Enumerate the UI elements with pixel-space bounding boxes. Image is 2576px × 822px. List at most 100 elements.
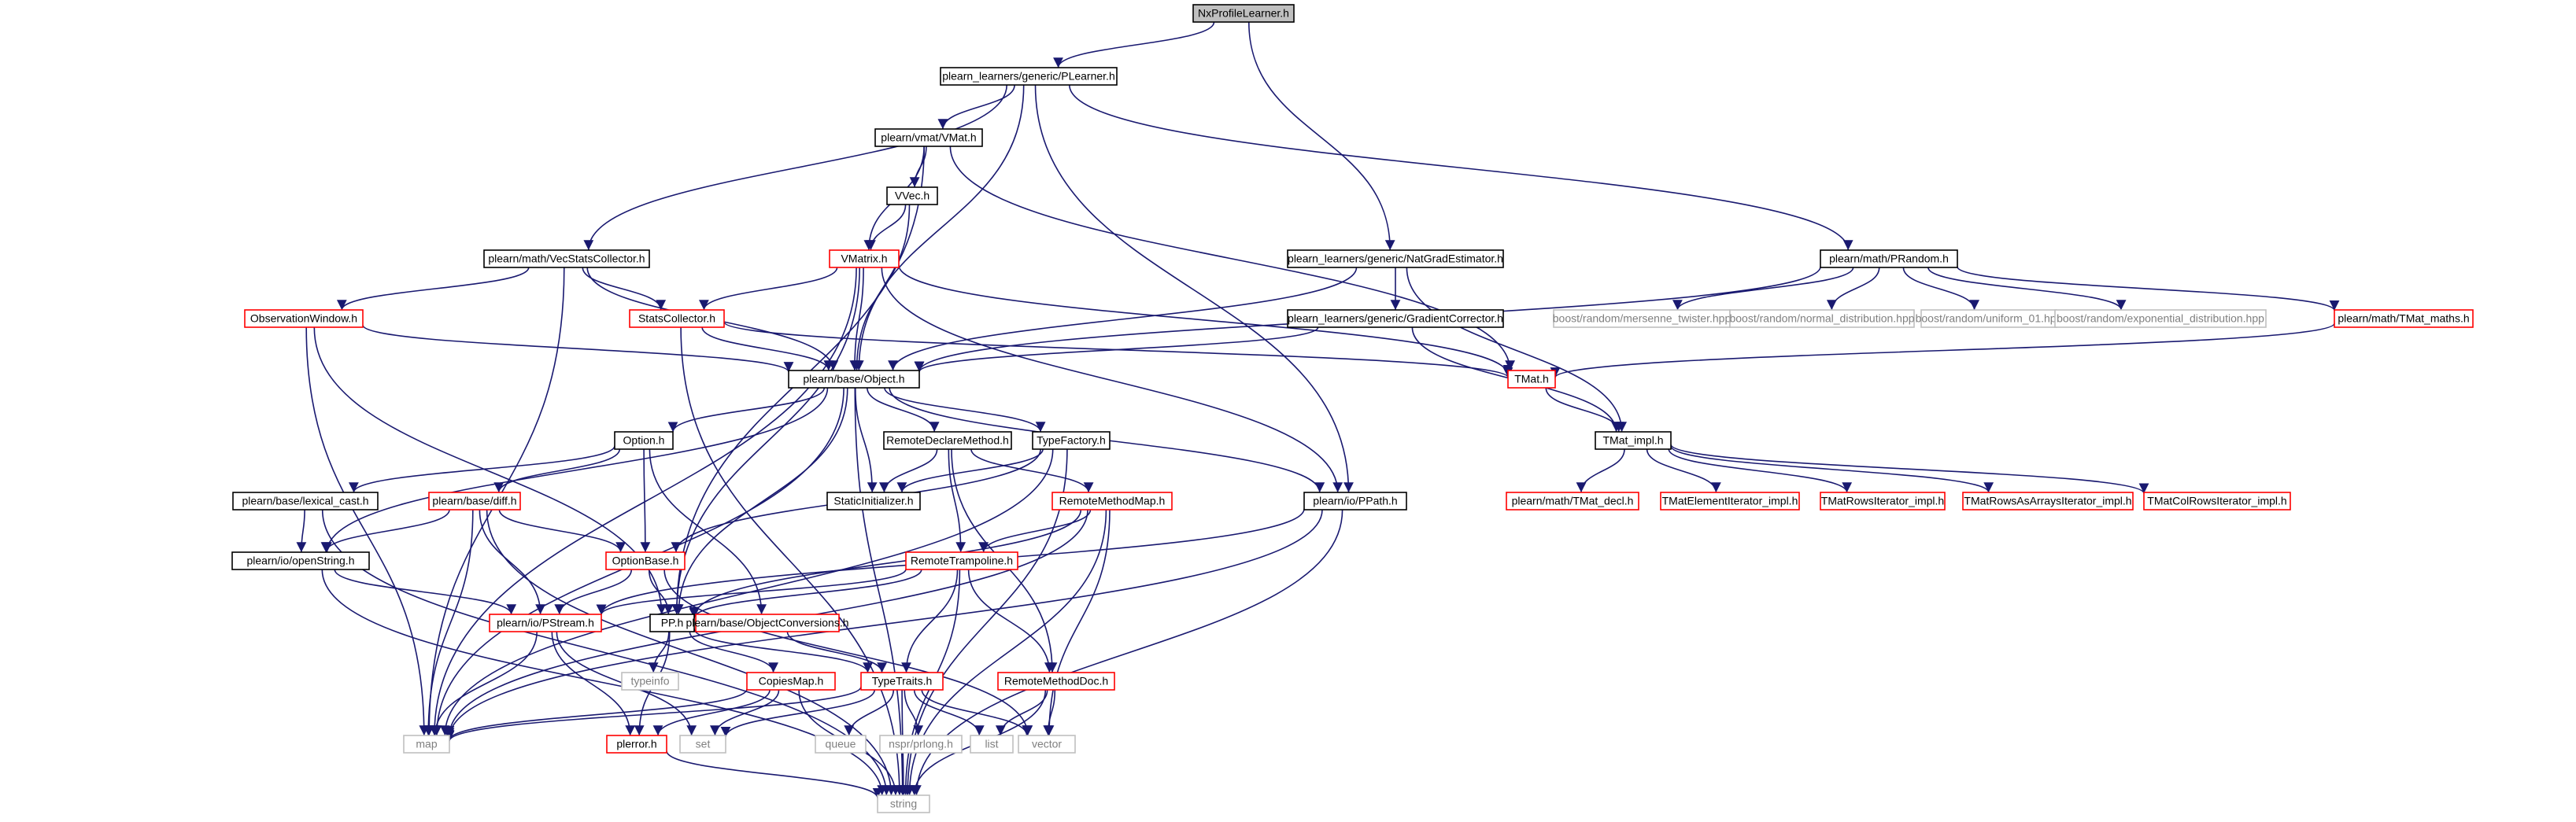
- edge-prandom-to-normal: [1826, 267, 1880, 311]
- node-tmat[interactable]: TMat.h: [1507, 370, 1556, 389]
- edge-remotemethodmap-to-vector: [1044, 509, 1111, 736]
- node-typeinfo-label: typeinfo: [630, 675, 669, 687]
- node-tmatelem-label: TMatElementIterator_impl.h: [1662, 495, 1798, 507]
- node-remotemethoddoc[interactable]: RemoteMethodDoc.h: [997, 672, 1115, 691]
- node-remotedecl[interactable]: RemoteDeclareMethod.h: [883, 431, 1012, 450]
- node-remotetramp[interactable]: RemoteTrampoline.h: [905, 551, 1018, 570]
- node-expon: boost/random/exponential_distribution.hp…: [2054, 309, 2267, 328]
- node-plearner[interactable]: plearn_learners/generic/PLearner.h: [940, 67, 1118, 86]
- edge-vmatrix-to-statscol: [699, 267, 838, 311]
- node-pp[interactable]: PP.h: [649, 614, 695, 632]
- edge-optionbase-to-pp: [648, 569, 674, 615]
- node-option[interactable]: Option.h: [614, 431, 674, 450]
- node-prandom[interactable]: plearn/math/PRandom.h: [1820, 249, 1958, 268]
- node-nx[interactable]: NxProfileLearner.h: [1192, 4, 1295, 23]
- edge-remotetramp-to-pstream: [596, 569, 907, 615]
- node-nspr-box: [879, 735, 963, 754]
- node-pp-label: PP.h: [661, 617, 684, 629]
- node-string: string: [877, 794, 930, 813]
- edge-plerror-to-string: [666, 750, 883, 798]
- node-staticinit[interactable]: StaticInitializer.h: [826, 492, 921, 511]
- edge-natgrad-to-object: [888, 267, 1358, 371]
- node-tmatimpl-label: TMat_impl.h: [1602, 434, 1663, 447]
- node-vmatrix[interactable]: VMatrix.h: [829, 249, 900, 268]
- edge-diff-to-string: [486, 509, 896, 796]
- edge-vmatrix-to-pp: [671, 267, 860, 615]
- node-normal: boost/random/normal_distribution.hpp: [1729, 309, 1915, 328]
- node-gradcorr-box: [1287, 309, 1504, 328]
- edge-pstream-to-plerror: [551, 631, 636, 736]
- node-typetraits-label: TypeTraits.h: [872, 675, 933, 687]
- node-tmatelem[interactable]: TMatElementIterator_impl.h: [1660, 492, 1800, 511]
- edge-tmatimpl-to-tmatelem: [1646, 448, 1721, 493]
- edge-typefactory-to-staticinit: [896, 448, 1044, 493]
- node-tmatrowsarr-box: [1962, 492, 2134, 511]
- edge-plearner-to-ppath: [1034, 84, 1354, 493]
- node-plerror[interactable]: plerror.h: [606, 735, 667, 754]
- node-plerror-label: plerror.h: [616, 738, 656, 750]
- node-vvec-label: VVec.h: [895, 190, 930, 202]
- node-object-label: plearn/base/Object.h: [803, 373, 904, 385]
- node-tmatmaths[interactable]: plearn/math/TMat_maths.h: [2334, 309, 2474, 328]
- node-natgrad-label: plearn_learners/generic/NatGradEstimator…: [1288, 252, 1503, 265]
- node-optionbase[interactable]: OptionBase.h: [605, 551, 686, 570]
- node-staticinit-label: StaticInitializer.h: [833, 495, 913, 507]
- edge-vmat-to-tmat: [949, 146, 1515, 371]
- node-obswin[interactable]: ObservationWindow.h: [244, 309, 364, 328]
- node-natgrad[interactable]: plearn_learners/generic/NatGradEstimator…: [1287, 249, 1504, 268]
- edge-tmatimpl-to-tmatrowsarr: [1670, 445, 1994, 493]
- node-typeinfo: typeinfo: [621, 672, 679, 691]
- edge-vmatrix-to-object: [849, 267, 864, 371]
- edge-typetraits-to-queue: [844, 689, 895, 736]
- node-vmat[interactable]: plearn/vmat/VMat.h: [874, 128, 983, 147]
- node-objconv[interactable]: plearn/base/ObjectConversions.h: [686, 614, 849, 632]
- edge-object-to-remotedecl: [867, 387, 940, 433]
- node-gradcorr[interactable]: plearn_learners/generic/GradientCorrecto…: [1287, 309, 1504, 328]
- node-tmatrowsarr[interactable]: TMatRowsAsArraysIterator_impl.h: [1962, 492, 2134, 511]
- edge-diff-to-pstream: [479, 509, 545, 615]
- node-obswin-label: ObservationWindow.h: [250, 312, 357, 325]
- edge-object-to-typefactory: [884, 387, 1046, 433]
- edge-vmatrix-to-tmat: [898, 264, 1513, 375]
- node-remotemethodmap[interactable]: RemoteMethodMap.h: [1051, 492, 1173, 511]
- node-pstream[interactable]: plearn/io/PStream.h: [489, 614, 602, 632]
- node-vecstats[interactable]: plearn/math/VecStatsCollector.h: [483, 249, 650, 268]
- node-tmat-box: [1507, 370, 1556, 389]
- node-copiesmap-box: [746, 672, 836, 691]
- node-objconv-label: plearn/base/ObjectConversions.h: [686, 617, 848, 629]
- edge-remotemethoddoc-to-vector: [1043, 689, 1056, 736]
- node-typetraits[interactable]: TypeTraits.h: [860, 672, 944, 691]
- edge-obswin-to-object: [362, 324, 794, 373]
- edge-tmatimpl-to-tmatdecl: [1576, 448, 1625, 493]
- node-typefactory[interactable]: TypeFactory.h: [1032, 431, 1111, 450]
- node-statscol[interactable]: StatsCollector.h: [629, 309, 725, 328]
- node-tmatrows[interactable]: TMatRowsIterator_impl.h: [1820, 492, 1946, 511]
- edge-object-to-openstring: [322, 387, 829, 553]
- node-diff[interactable]: plearn/base/diff.h: [428, 492, 521, 511]
- node-remotedecl-box: [883, 431, 1012, 450]
- node-lexcast[interactable]: plearn/base/lexical_cast.h: [232, 492, 379, 511]
- node-remotemethodmap-box: [1051, 492, 1173, 511]
- node-nx-box: [1192, 4, 1295, 23]
- node-copiesmap[interactable]: CopiesMap.h: [746, 672, 836, 691]
- node-tmatcol-box: [2143, 492, 2291, 511]
- node-map-box: [403, 735, 450, 754]
- edge-pstream-to-map: [430, 631, 538, 736]
- node-tmatcol[interactable]: TMatColRowsIterator_impl.h: [2143, 492, 2291, 511]
- edge-pp-to-typetraits: [693, 628, 873, 673]
- node-string-label: string: [890, 798, 917, 810]
- node-tmatmaths-label: plearn/math/TMat_maths.h: [2338, 312, 2469, 325]
- node-vvec[interactable]: VVec.h: [886, 186, 938, 205]
- edge-natgrad-to-tmatimpl: [1406, 267, 1627, 433]
- node-tmatcol-label: TMatColRowsIterator_impl.h: [2147, 495, 2286, 507]
- node-openstring[interactable]: plearn/io/openString.h: [231, 551, 370, 570]
- node-vmatrix-box: [829, 249, 900, 268]
- node-tmatimpl[interactable]: TMat_impl.h: [1595, 431, 1672, 450]
- node-tmatdecl[interactable]: plearn/math/TMat_decl.h: [1506, 492, 1639, 511]
- node-option-label: Option.h: [623, 434, 665, 447]
- node-ppath[interactable]: plearn/io/PPath.h: [1303, 492, 1407, 511]
- node-mersenne-label: boost/random/mersenne_twister.hpp: [1553, 312, 1732, 325]
- node-vecstats-label: plearn/math/VecStatsCollector.h: [488, 252, 645, 265]
- edge-copiesmap-to-plerror: [652, 689, 771, 736]
- node-object[interactable]: plearn/base/Object.h: [788, 370, 920, 389]
